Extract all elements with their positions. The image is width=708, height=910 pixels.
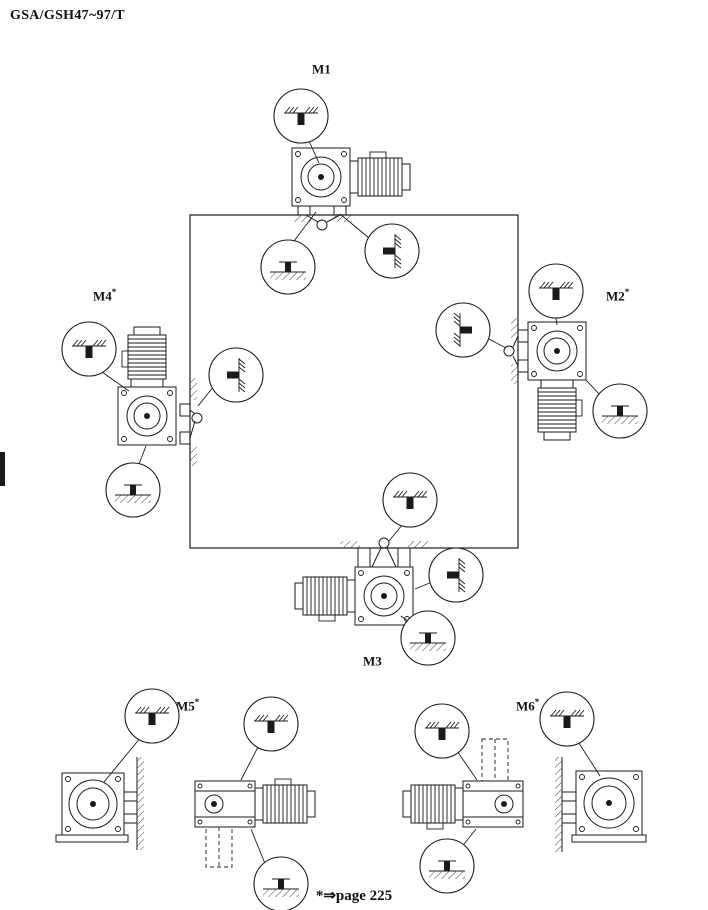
leader-line [250, 828, 267, 867]
gearmotor-m5-top [194, 778, 316, 868]
gearmotor-m3 [294, 537, 428, 626]
leader-line [414, 581, 433, 590]
wall-hatch [408, 541, 428, 548]
gearmotor-m1 [291, 147, 411, 231]
vent-plug-icon [243, 696, 299, 752]
hidden-shaft [205, 826, 233, 868]
leader-line [308, 140, 320, 164]
leader-line [101, 371, 130, 392]
label-star: * [111, 287, 117, 297]
label-text: M1 [312, 61, 331, 77]
vent-plug-icon [528, 263, 584, 319]
page-edge-mark [0, 452, 5, 486]
label-text: M2 [606, 288, 625, 304]
label-text: M6 [516, 698, 535, 714]
vent-plug-icon [61, 321, 117, 377]
wall-hatch [334, 215, 352, 222]
label-star: * [534, 697, 540, 707]
vent-plug-icon [414, 703, 470, 759]
wall-hatch [190, 378, 197, 400]
leader-line [138, 445, 147, 465]
torque-arm-lug [378, 537, 390, 549]
label-text: M4 [93, 288, 112, 304]
gearmotor-m6-top [402, 738, 524, 830]
label-text: M3 [363, 653, 382, 669]
leader-line [240, 744, 260, 781]
vent-plug-icon [364, 223, 420, 279]
drain-plug-icon [260, 239, 316, 295]
wall-hatch [294, 215, 312, 222]
label-m3: M3 [363, 652, 382, 669]
wall-hatch [340, 541, 360, 548]
leader-line [486, 337, 507, 349]
gearmotor-m5-front [55, 757, 144, 850]
vent-plug-icon [124, 688, 180, 744]
drain-plug-icon [400, 610, 456, 666]
vent-plug-icon [428, 547, 484, 603]
leader-line [456, 750, 478, 781]
leader-line [339, 213, 370, 239]
page-title: GSA/GSH47~97/T [10, 8, 125, 23]
leader-line [585, 379, 602, 397]
wall-hatch [190, 446, 197, 466]
vent-plug-icon [208, 347, 264, 403]
leader-line [576, 739, 601, 777]
leader-line [555, 317, 558, 326]
hidden-shaft [481, 738, 509, 782]
label-m6: M6* [516, 697, 539, 714]
gearmotor-m6-front [555, 757, 647, 852]
gearmotor-m4 [117, 326, 203, 466]
torque-arm-lug [316, 219, 328, 231]
wall-hatch [511, 364, 518, 384]
label-star: * [624, 287, 630, 297]
leader-line [388, 523, 404, 542]
wall-hatch [555, 757, 562, 852]
label-m1: M1 [312, 60, 331, 77]
drain-plug-icon [592, 383, 648, 439]
leader-line [197, 385, 215, 407]
label-star: * [194, 697, 200, 707]
vent-plug-icon [435, 302, 491, 358]
drain-plug-icon [419, 838, 475, 894]
torque-arm-lug [503, 345, 515, 357]
vent-plug-icon [539, 691, 595, 747]
leader-line [293, 211, 317, 242]
torque-arm-lug [191, 412, 203, 424]
label-m2: M2* [606, 287, 629, 304]
drain-plug-icon [105, 462, 161, 518]
footnote: *⇒page 225 [315, 888, 393, 904]
vent-plug-icon [273, 88, 329, 144]
label-text: M5 [176, 698, 195, 714]
vent-plug-icon [382, 472, 438, 528]
wall-hatch [137, 757, 144, 850]
leader-line [103, 736, 142, 783]
label-m4: M4* [93, 287, 116, 304]
wall-hatch [511, 318, 518, 338]
label-m5: M5* [176, 697, 199, 714]
gearmotor-m2 [503, 318, 587, 441]
